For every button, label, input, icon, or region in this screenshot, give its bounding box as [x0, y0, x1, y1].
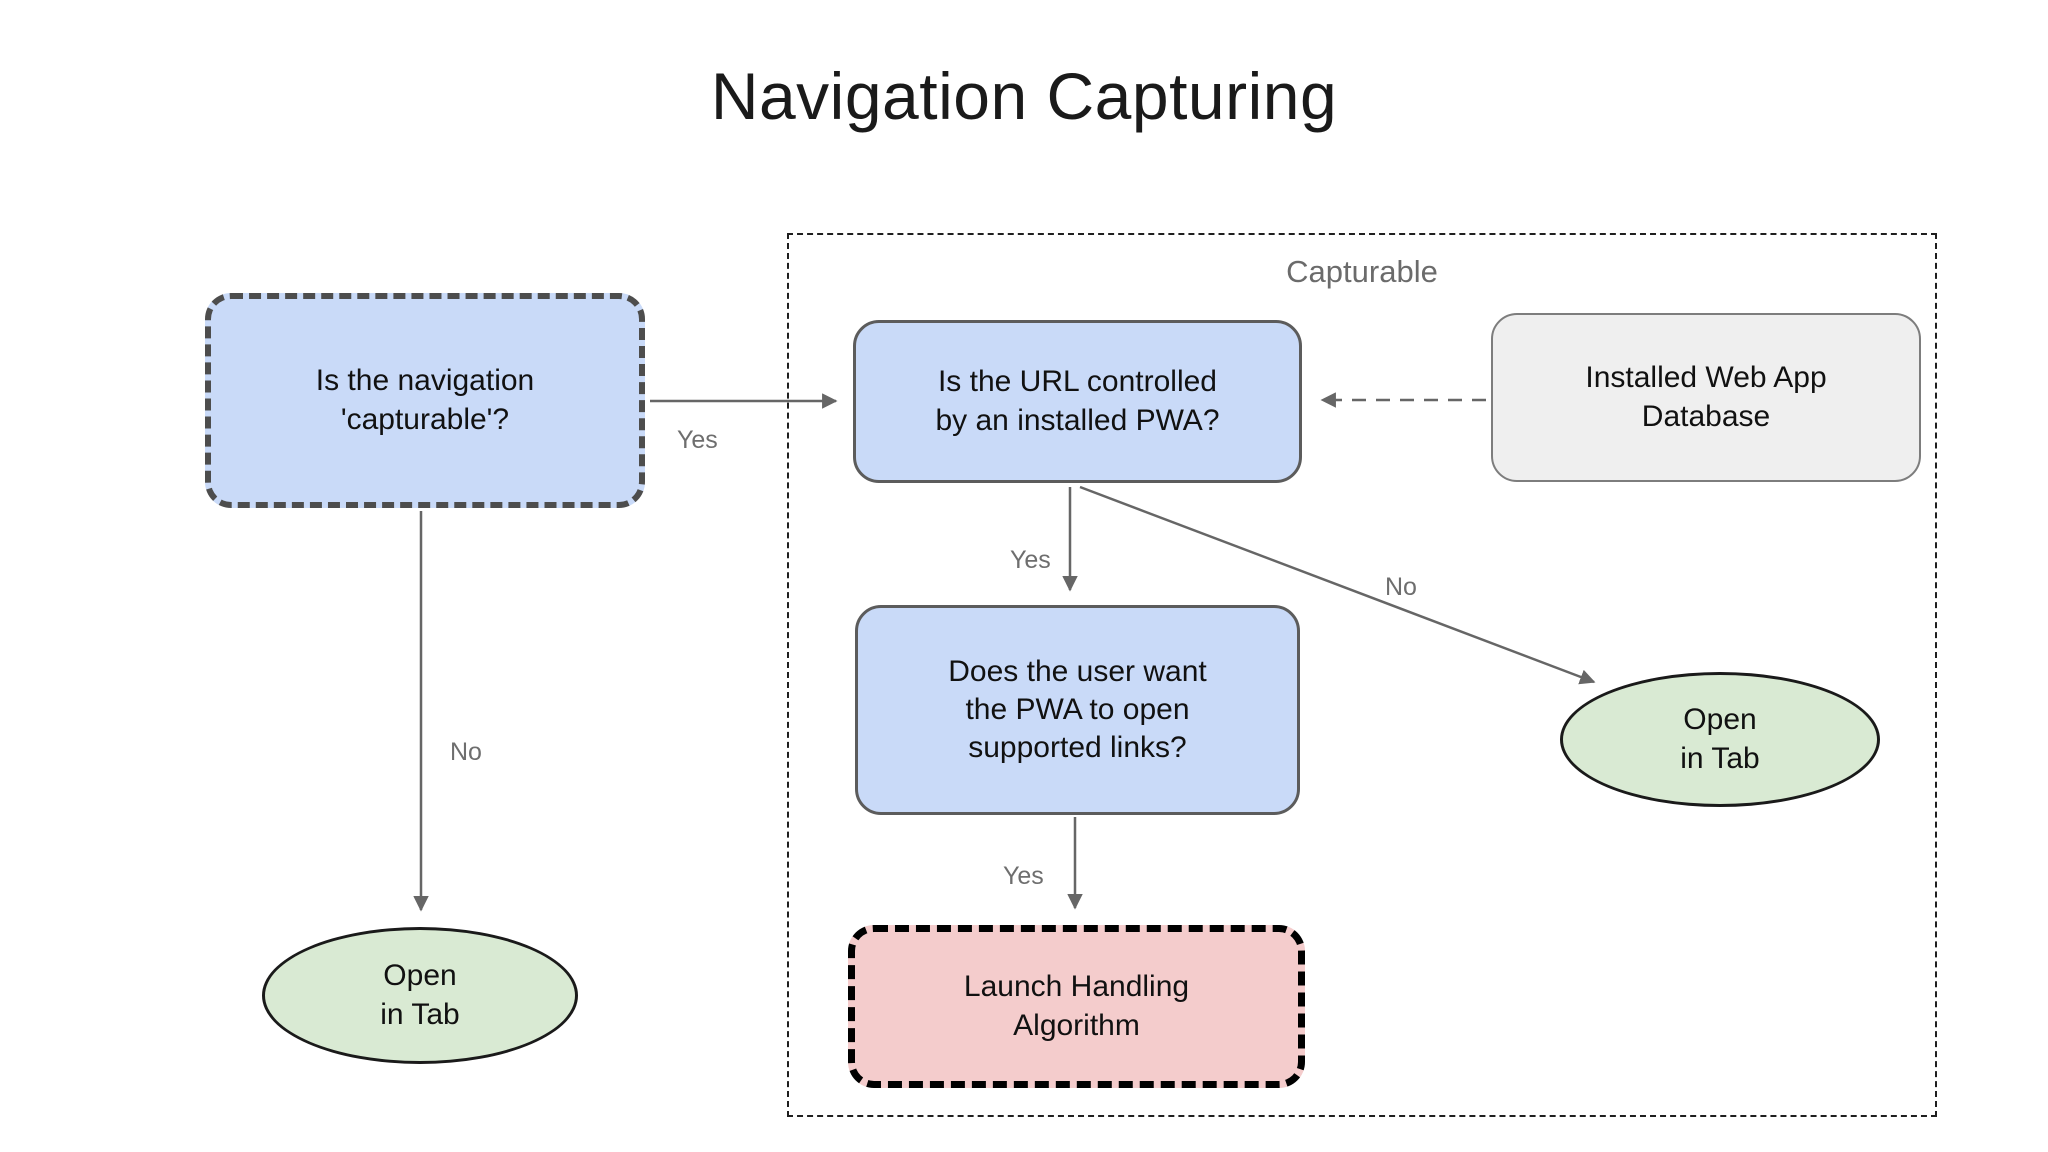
- node-url-controlled-question-label: Is the URL controlled by an installed PW…: [935, 365, 1220, 437]
- node-launch-handling-algorithm-label: Launch Handling Algorithm: [963, 970, 1190, 1042]
- node-capturable-question-label: Is the navigation 'capturable'?: [315, 364, 535, 436]
- capturable-group-label: Capturable: [1286, 254, 1438, 289]
- diagram-title: Navigation Capturing: [710, 59, 1338, 133]
- edge-label-url-yes: Yes: [1010, 546, 1051, 574]
- node-open-in-tab-right-label: Open in Tab: [1680, 703, 1760, 775]
- node-installed-web-app-database-label: Installed Web App Database: [1585, 361, 1827, 433]
- node-user-wants-question-label: Does the user want the PWA to open suppo…: [948, 654, 1207, 765]
- node-launch-handling-algorithm: Launch Handling Algorithm: [848, 925, 1305, 1088]
- edge-label-user-yes: Yes: [1003, 862, 1044, 890]
- edge-label-capturable-yes: Yes: [677, 426, 718, 454]
- node-installed-web-app-database: Installed Web App Database: [1491, 313, 1921, 482]
- node-capturable-question: Is the navigation 'capturable'?: [205, 293, 645, 508]
- edge-label-capturable-no: No: [450, 738, 482, 766]
- node-open-in-tab-right: Open in Tab: [1560, 672, 1880, 807]
- node-user-wants-question: Does the user want the PWA to open suppo…: [855, 605, 1300, 815]
- node-url-controlled-question: Is the URL controlled by an installed PW…: [853, 320, 1302, 483]
- node-open-in-tab-left: Open in Tab: [262, 927, 578, 1064]
- edge-label-url-no: No: [1385, 573, 1417, 601]
- node-open-in-tab-left-label: Open in Tab: [380, 959, 460, 1031]
- capturable-group-outline: [787, 233, 1937, 1117]
